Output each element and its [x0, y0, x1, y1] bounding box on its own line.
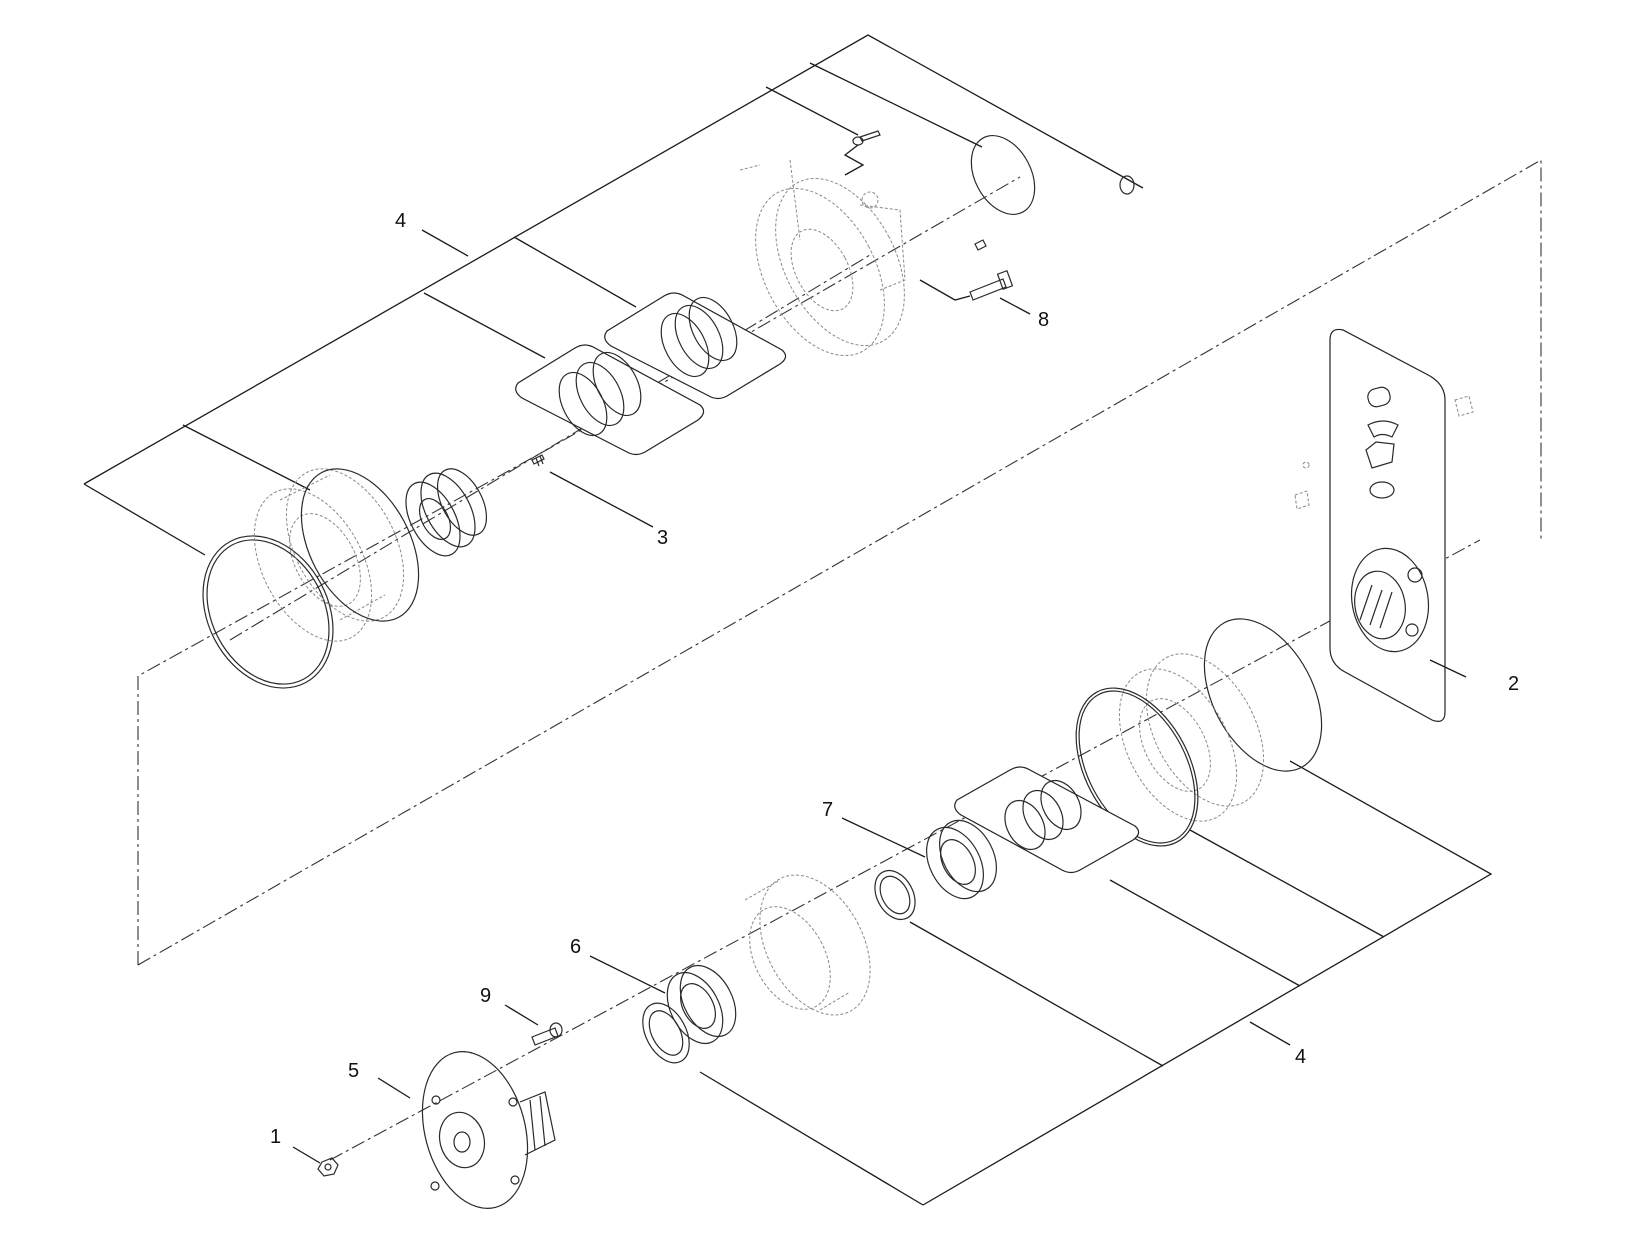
callout-1: 1 [270, 1126, 281, 1148]
callout-8: 8 [1038, 309, 1049, 331]
callout-9: 9 [480, 985, 491, 1007]
end-cover-housing [739, 159, 906, 357]
callout-7: 7 [822, 799, 833, 821]
bolt-part-8 [919, 239, 1014, 301]
gerotor-housing-top [253, 468, 405, 642]
thrust-washer [874, 869, 916, 921]
small-spring-part-3 [531, 454, 545, 467]
small-o-ring-top-right [1119, 175, 1135, 195]
callout-3: 3 [657, 527, 668, 549]
o-ring-behind-gerotor [300, 468, 420, 622]
callout-6: 6 [570, 936, 581, 958]
large-o-ring-lower-right [1203, 618, 1323, 772]
bearing-housing-lower [744, 874, 871, 1016]
large-o-ring-lower-left [1075, 687, 1199, 847]
centerlines [137, 159, 1542, 1161]
large-o-ring-top-right [970, 135, 1036, 215]
seal-kit-box-2 [604, 292, 787, 400]
callout-labels: 1 2 3 4 4 5 6 7 8 9 [270, 210, 1519, 1148]
flange-shaft-part-5 [421, 1051, 556, 1209]
seal-kit-box-lower [954, 766, 1140, 874]
hub-kit-panel [1294, 328, 1474, 722]
stud-part-9 [531, 1022, 563, 1046]
valve-spool [405, 468, 488, 557]
gerotor-housing-lower [1118, 653, 1265, 822]
callout-4-bottom: 4 [1295, 1046, 1306, 1068]
screw-top [843, 130, 881, 176]
bearing-part-6 [666, 965, 737, 1044]
shaft-seal [642, 1002, 690, 1064]
seal-kit-box-1 [515, 344, 705, 456]
callout-2: 2 [1508, 673, 1519, 695]
upper-kit-bracket [83, 34, 1144, 556]
nut-part-1 [317, 1157, 339, 1177]
lower-kit-bracket [699, 760, 1493, 1206]
leader-lines [292, 229, 1467, 1164]
bearing-part-7 [926, 819, 997, 900]
callout-4-top: 4 [395, 210, 406, 232]
callout-5: 5 [348, 1060, 359, 1082]
large-o-ring-top-left [202, 535, 334, 689]
